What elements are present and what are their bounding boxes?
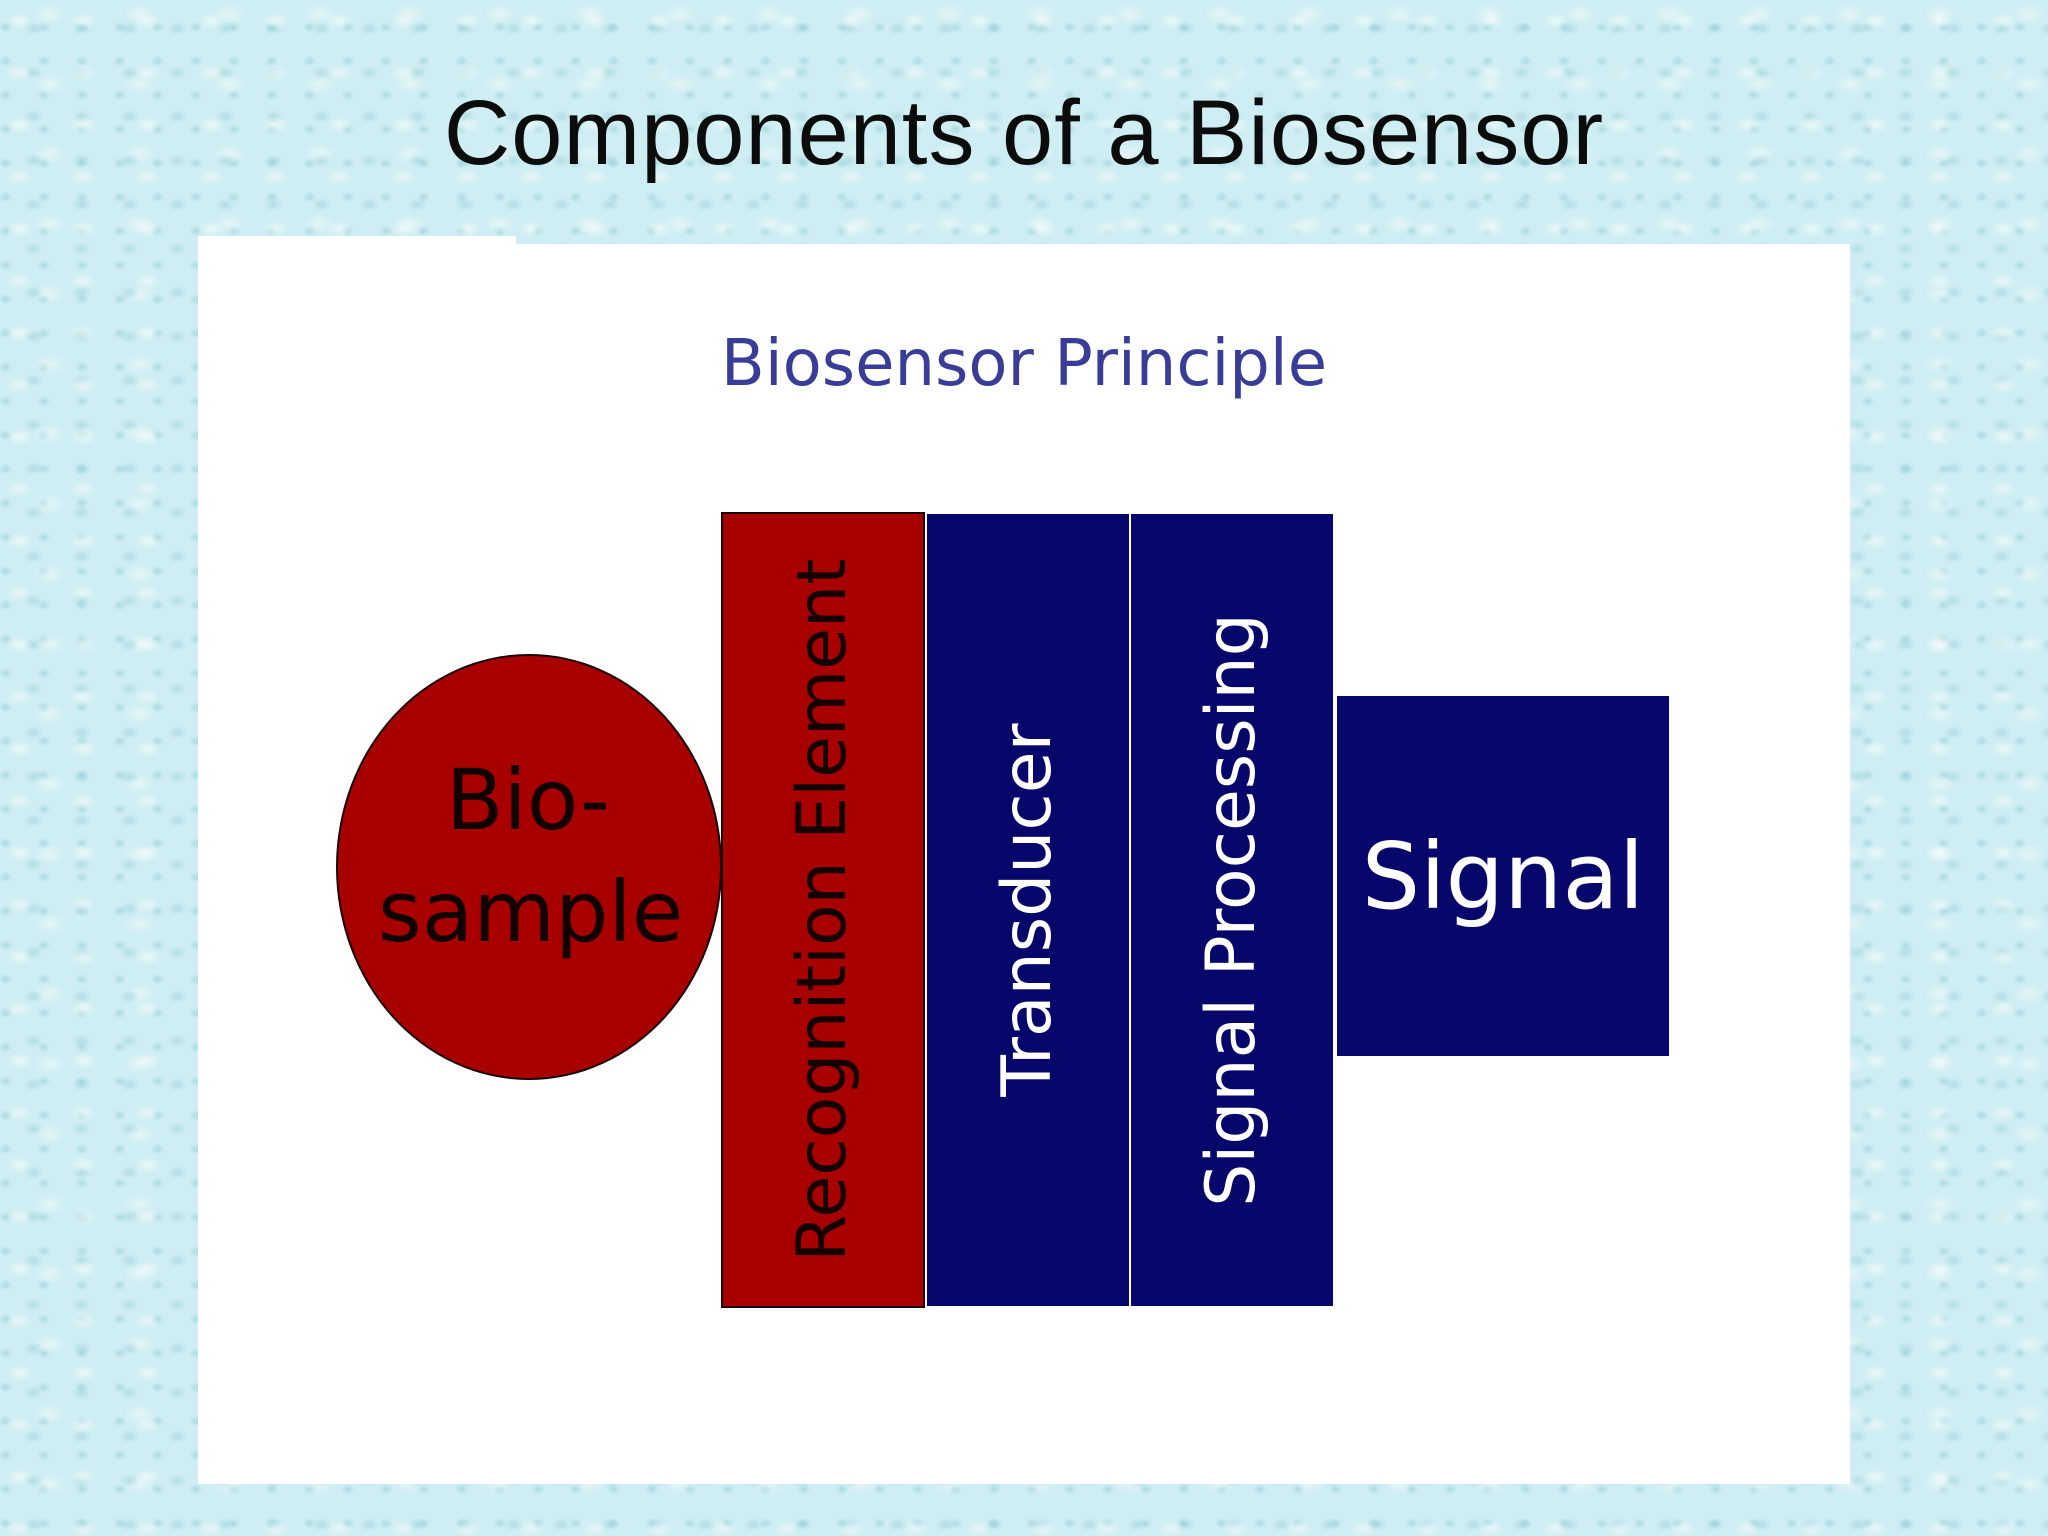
recognition-element-block: Recognition Element [721,512,925,1308]
signal-processing-label: Signal Processing [1192,613,1271,1207]
signal-label: Signal [1361,822,1645,930]
recognition-element-label: Recognition Element [783,558,862,1262]
slide-title: Components of a Biosensor [443,82,1605,184]
signal-processing-block: Signal Processing [1131,514,1333,1306]
transducer-block: Transducer [927,514,1129,1306]
transducer-label: Transducer [988,723,1067,1097]
biosample-label: Bio- sample [378,751,684,961]
diagram-panel: Biosensor Principle Bio- sample Recognit… [198,244,1850,1484]
diagram-title: Biosensor Principle [720,327,1328,401]
signal-block: Signal [1337,696,1669,1056]
